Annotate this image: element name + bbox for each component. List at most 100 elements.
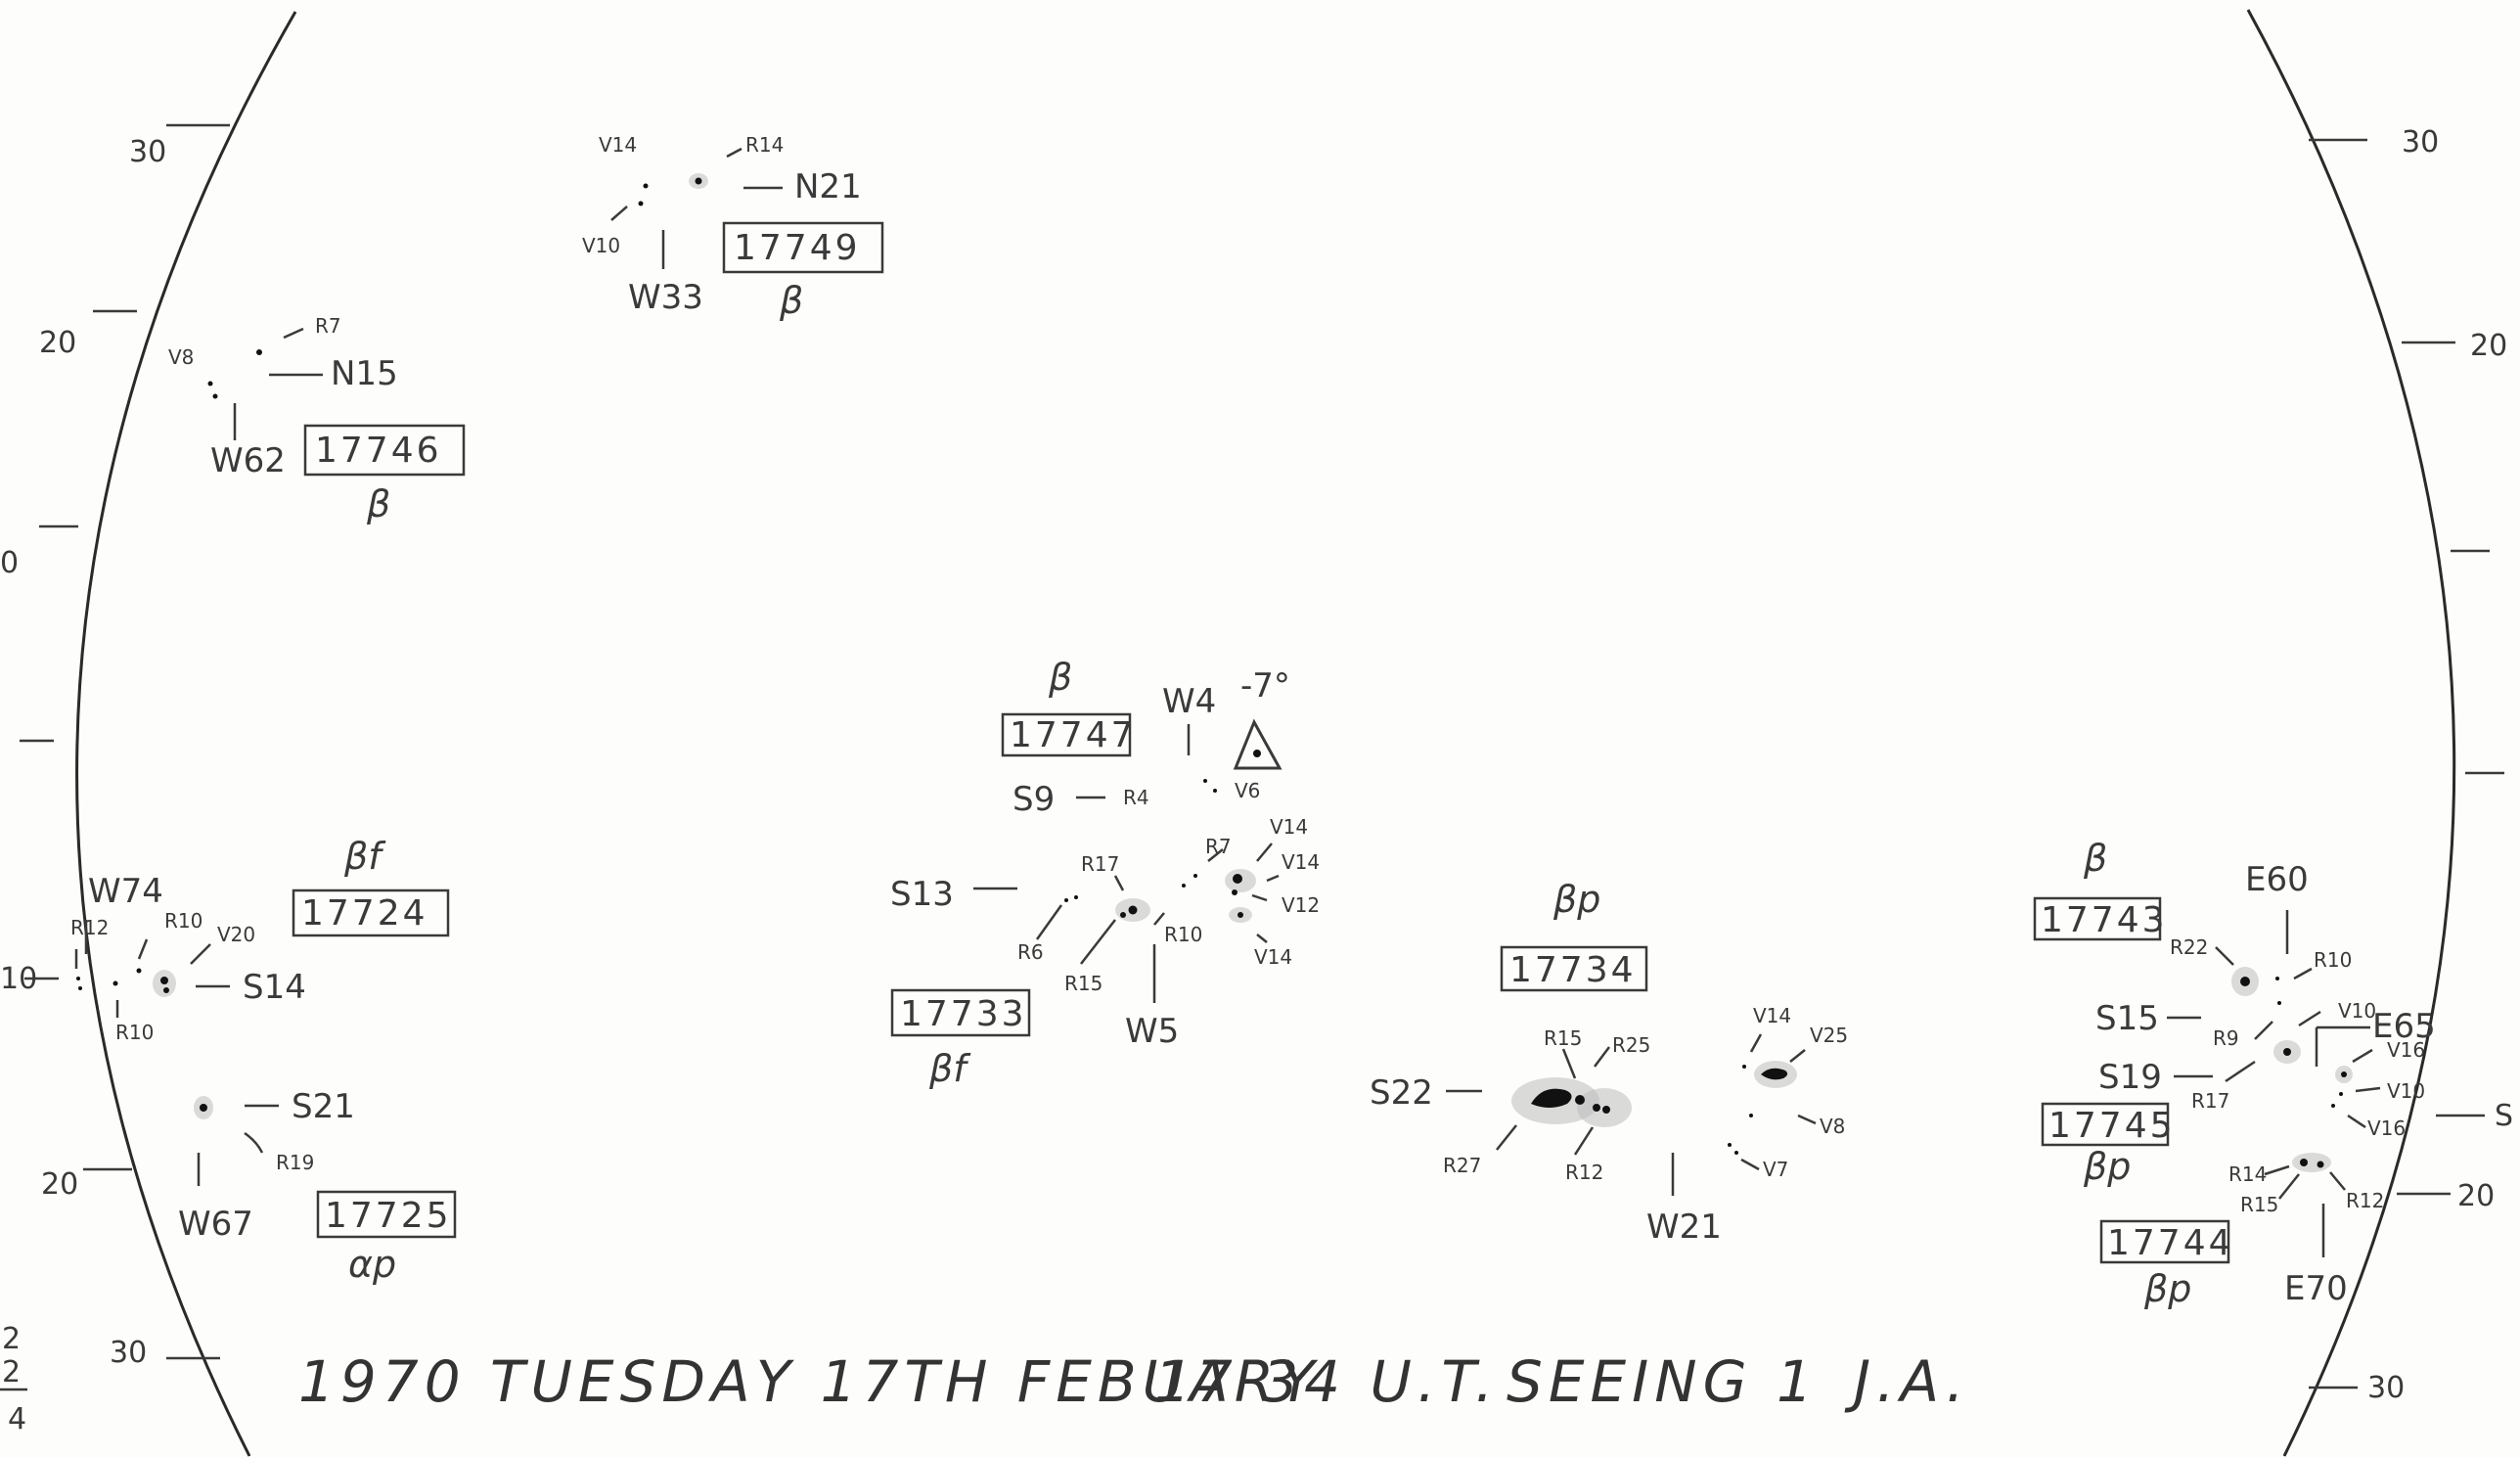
svg-text:V25: V25	[1810, 1024, 1848, 1047]
scale-left-4: 10	[0, 962, 37, 996]
svg-text:-7°: -7°	[1240, 666, 1290, 706]
svg-text:V14: V14	[1254, 945, 1292, 969]
group-17744: R14 R15 R12 E70 17744 βp	[2099, 1153, 2384, 1310]
svg-text:R27: R27	[1443, 1154, 1481, 1177]
svg-text:R17: R17	[1081, 852, 1119, 876]
group-17745: E65 V16 V10 V16 S19 R17 17745 βp	[2041, 1007, 2436, 1188]
group-17749: V14 R14 N21 V10 W33 17749 β	[582, 133, 884, 322]
svg-text:βf: βf	[343, 835, 386, 878]
svg-text:V7: V7	[1763, 1158, 1788, 1181]
scale-right-3: S	[2495, 1099, 2513, 1133]
svg-text:E60: E60	[2245, 860, 2309, 899]
svg-text:W21: W21	[1646, 1207, 1722, 1247]
svg-text:R15: R15	[1064, 972, 1102, 995]
svg-text:W33: W33	[628, 278, 703, 317]
svg-text:V8: V8	[168, 345, 194, 369]
scale-right-2: 20	[2470, 329, 2507, 363]
scale-right-5: 30	[2367, 1371, 2405, 1405]
solar-limb-left	[75, 11, 297, 1457]
group-17725: S21 R19 W67 17725 αp	[178, 1087, 457, 1286]
svg-text:N21: N21	[794, 167, 862, 206]
svg-text:R15: R15	[1544, 1026, 1582, 1050]
right-latitude-scale: 30 20 S 20 30	[2309, 125, 2513, 1405]
svg-text:V8: V8	[1820, 1115, 1845, 1138]
group-17734: S22 R15 R25 R27 R12 V14 V25 V8 V7 W21 17…	[1370, 878, 1848, 1247]
group-17746: V8 R7 N15 W62 17746 β	[168, 314, 466, 525]
svg-text:V14: V14	[1282, 850, 1320, 874]
scale-left-2: 20	[39, 326, 76, 360]
group-17725-number: 17725	[325, 1196, 452, 1236]
group-17733-number: 17733	[900, 994, 1027, 1034]
svg-text:βp: βp	[1552, 878, 1600, 921]
svg-text:2: 2	[2, 1322, 21, 1356]
group-17724-number: 17724	[301, 893, 428, 934]
svg-text:R7: R7	[1205, 835, 1232, 858]
svg-text:V16: V16	[2387, 1038, 2425, 1062]
svg-text:S21: S21	[292, 1087, 355, 1126]
svg-text:W5: W5	[1125, 1012, 1179, 1051]
svg-text:S14: S14	[243, 968, 306, 1007]
group-17749-number: 17749	[734, 228, 861, 268]
svg-text:R12: R12	[2346, 1189, 2384, 1212]
svg-text:R25: R25	[1612, 1033, 1650, 1057]
svg-text:R14: R14	[2228, 1162, 2267, 1186]
svg-text:E65: E65	[2372, 1007, 2436, 1046]
group-17747-number: 17747	[1010, 715, 1137, 755]
svg-text:V12: V12	[1282, 893, 1320, 917]
svg-text:V10: V10	[582, 234, 620, 257]
scale-right-4: 20	[2457, 1179, 2495, 1213]
scale-left-5: 20	[41, 1167, 78, 1202]
svg-text:R10: R10	[164, 909, 202, 933]
scale-right-1: 30	[2402, 125, 2439, 159]
svg-text:V10: V10	[2338, 999, 2376, 1023]
caption-time: 17 34 U.T.	[1154, 1348, 1499, 1415]
svg-text:R15: R15	[2240, 1193, 2278, 1216]
svg-text:R22: R22	[2170, 935, 2208, 959]
group-17747: W4 -7° S9 R4 V6 17747 β	[1001, 656, 1290, 819]
svg-text:R19: R19	[276, 1151, 314, 1174]
left-latitude-scale: 30 20 0 10 20 30	[0, 123, 230, 1370]
caption-observer: J.A.	[1844, 1348, 1970, 1415]
svg-text:βp: βp	[2143, 1267, 2191, 1310]
group-17743: E60 R22 R10 S15 R9 V10 17743 β	[2033, 837, 2376, 1050]
svg-text:S9: S9	[1012, 780, 1055, 819]
svg-text:V6: V6	[1235, 779, 1260, 802]
caption-seeing: SEEING 1	[1507, 1348, 1819, 1415]
svg-text:V14: V14	[599, 133, 637, 157]
svg-text:β: β	[366, 482, 390, 525]
group-17733: S13 R17 R7 V14 V14 V12 V14 R6 R15 R10 W5…	[890, 815, 1320, 1090]
svg-text:4: 4	[8, 1402, 26, 1436]
caption-date: 1970 TUESDAY 17TH FEBUARY	[298, 1348, 1321, 1415]
scale-left-1: 30	[129, 135, 166, 169]
group-17734-number: 17734	[1509, 950, 1637, 990]
svg-text:W4: W4	[1162, 682, 1216, 721]
svg-text:R10: R10	[2314, 948, 2352, 972]
svg-text:R7: R7	[315, 314, 341, 338]
svg-text:V10: V10	[2387, 1079, 2425, 1103]
margin-fraction: 2 2 4	[0, 1322, 27, 1436]
observation-caption: 1970 TUESDAY 17TH FEBUARY 17 34 U.T. SEE…	[298, 1348, 1970, 1415]
svg-text:V20: V20	[217, 923, 255, 946]
group-17745-number: 17745	[2048, 1106, 2176, 1146]
svg-text:R4: R4	[1123, 786, 1149, 809]
svg-text:R12: R12	[1565, 1161, 1603, 1184]
svg-text:β: β	[2083, 837, 2107, 880]
svg-text:S22: S22	[1370, 1073, 1433, 1113]
svg-text:R9: R9	[2213, 1026, 2239, 1050]
group-17744-number: 17744	[2107, 1223, 2234, 1263]
svg-text:V14: V14	[1753, 1004, 1791, 1027]
svg-text:R6: R6	[1017, 940, 1044, 964]
svg-text:S13: S13	[890, 875, 954, 914]
svg-text:N15: N15	[331, 354, 398, 393]
group-17724: W74 R12 R10 V20 S14 R10 17724 βf	[70, 835, 450, 1044]
svg-text:E70: E70	[2284, 1269, 2348, 1308]
svg-text:W62: W62	[210, 441, 286, 480]
svg-text:βf: βf	[928, 1047, 971, 1090]
svg-text:V16: V16	[2367, 1116, 2406, 1140]
solar-limb-right	[2246, 9, 2456, 1457]
scale-left-3: 0	[0, 546, 19, 580]
svg-text:αp: αp	[348, 1243, 396, 1286]
svg-text:β: β	[779, 279, 803, 322]
